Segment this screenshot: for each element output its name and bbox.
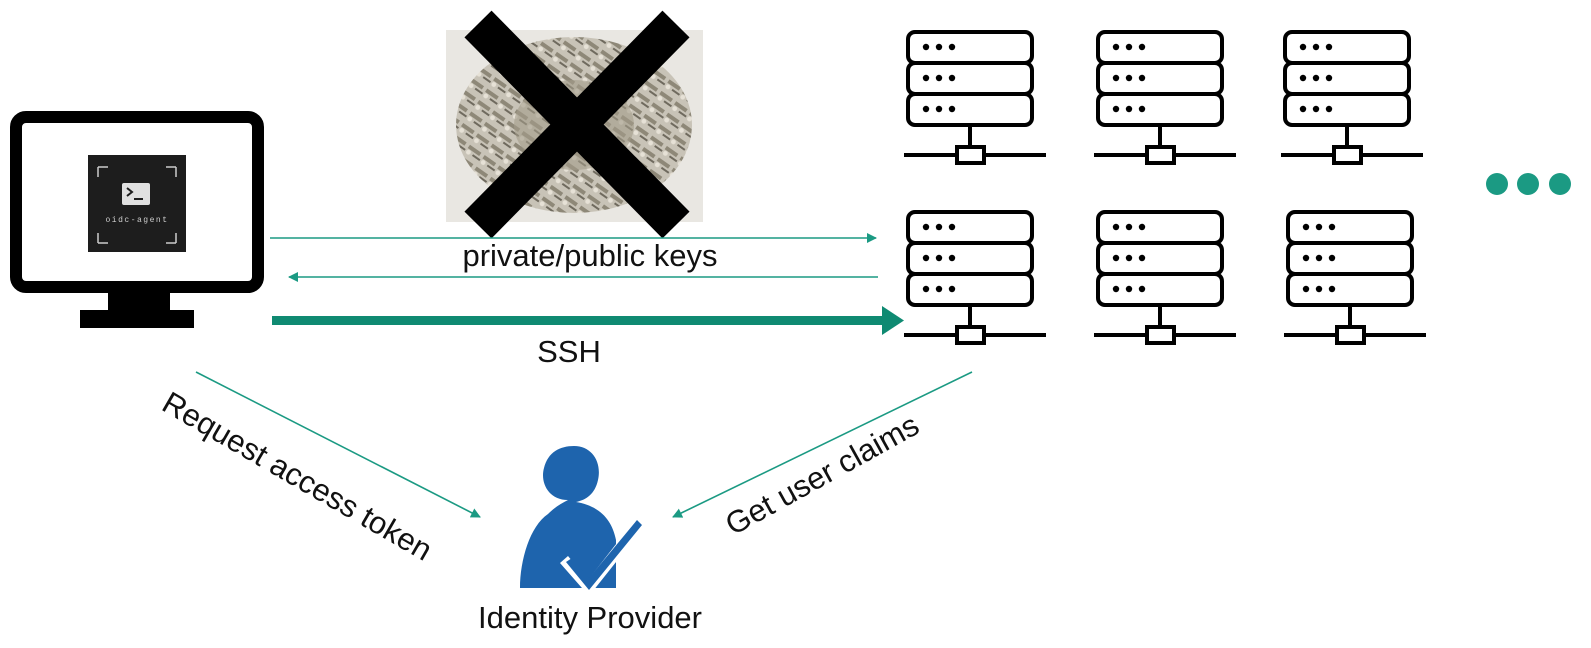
terminal-icon: oidc-agent [88, 155, 186, 252]
ssh-arrow [272, 306, 904, 335]
server-rack-icon [1094, 30, 1238, 165]
server-rack-icon [1094, 210, 1238, 345]
ssh-label: SSH [537, 334, 601, 369]
identity-provider-label: Identity Provider [478, 600, 702, 635]
request-token-label: Request access token [157, 385, 439, 568]
app-name-label: oidc-agent [105, 216, 168, 225]
cross-out-icon [464, 10, 690, 239]
more-dots-icon [1486, 173, 1571, 195]
server-rack-icon [1281, 30, 1425, 165]
server-rack-icon [904, 30, 1048, 165]
server-rack-icon [904, 210, 1048, 345]
user-check-icon [520, 446, 647, 596]
server-rack-icon [1284, 210, 1428, 345]
request-token-arrow [195, 371, 481, 518]
user-claims-arrow [672, 371, 973, 518]
keys-label: private/public keys [462, 238, 717, 273]
user-claims-label: Get user claims [719, 407, 924, 542]
